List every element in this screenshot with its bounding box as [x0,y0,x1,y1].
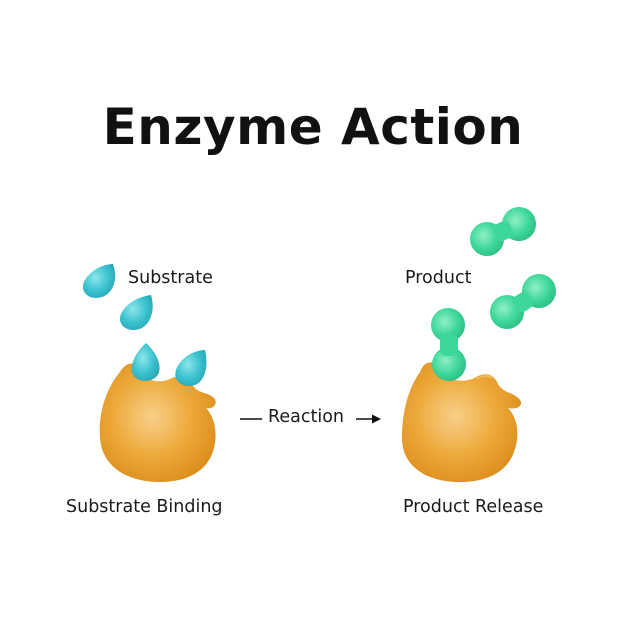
enzyme-left [99,363,216,482]
label-substrate-binding: Substrate Binding [66,497,223,517]
label-product-release: Product Release [403,497,544,517]
enzyme-right [402,362,522,482]
label-product: Product [405,268,472,288]
substrate-molecule-bound-1 [131,343,160,381]
label-substrate: Substrate [128,268,213,288]
substrate-molecule-bound-2 [175,350,207,387]
label-reaction: Reaction [268,407,345,427]
product-molecule-released-2 [490,274,556,329]
substrate-molecule-1 [82,264,116,298]
diagram-title: Enzyme Action [102,98,524,156]
substrate-molecule-2 [119,295,153,331]
reaction-arrow [240,414,381,424]
product-molecule-released-1 [470,207,536,256]
product-molecule-leaving [431,308,466,381]
